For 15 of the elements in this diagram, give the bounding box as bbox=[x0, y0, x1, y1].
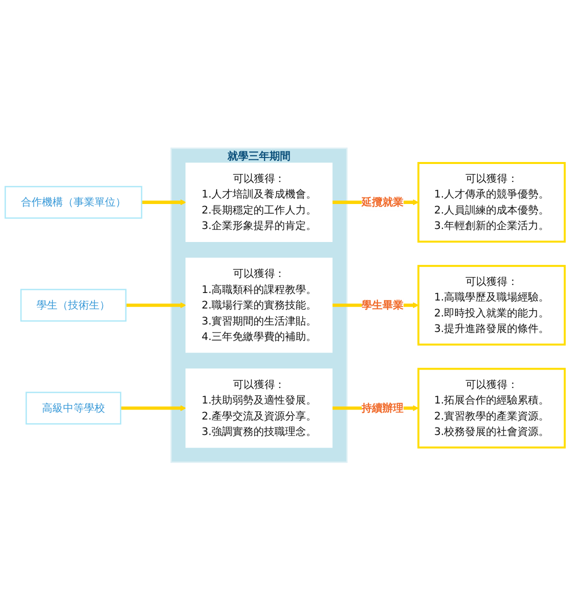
arrow bbox=[120, 406, 186, 412]
edge-label: 延攬就業 bbox=[362, 196, 404, 208]
node-box: 可以獲得： 1.人才培訓及養成機會。 2.長期穩定的工作人力。 3.企業形象提昇的肯定。 bbox=[186, 162, 333, 242]
node-box: 合作機構（事業單位） bbox=[4, 186, 142, 219]
node-box: 可以獲得： 1.高職學歷及職場經驗。 2.即時投入就業的能力。 3.提升進路發展的條件。 bbox=[417, 265, 566, 346]
node-box: 可以獲得： 1.拓展合作的經驗累積。 2.實習教學的產業資源。 3.校務發展的社會資源。 bbox=[417, 368, 566, 449]
node-box: 可以獲得： 1.高職類科的課程教學。 2.職場行業的實務技能。 3.實習期間的生活津貼。 4.三年免繳學費的補助。 bbox=[186, 258, 333, 354]
edge-label: 持續辦理 bbox=[362, 402, 404, 414]
node-box: 可以獲得： 1.扶助弱勢及適性發展。 2.產學交流及資源分享。 3.強調實務的技職理念。 bbox=[186, 368, 333, 448]
arrow bbox=[126, 302, 186, 308]
node-box: 高級中等學校 bbox=[26, 392, 122, 425]
arrow bbox=[142, 200, 186, 206]
edge-label: 學生畢業 bbox=[362, 298, 404, 312]
node-box: 學生（技術生） bbox=[20, 289, 127, 322]
node-box: 可以獲得： 1.人才傳承的競爭優勢。 2.人員訓練的成本優勢。 3.年輕創新的企業活力。 bbox=[417, 162, 566, 243]
